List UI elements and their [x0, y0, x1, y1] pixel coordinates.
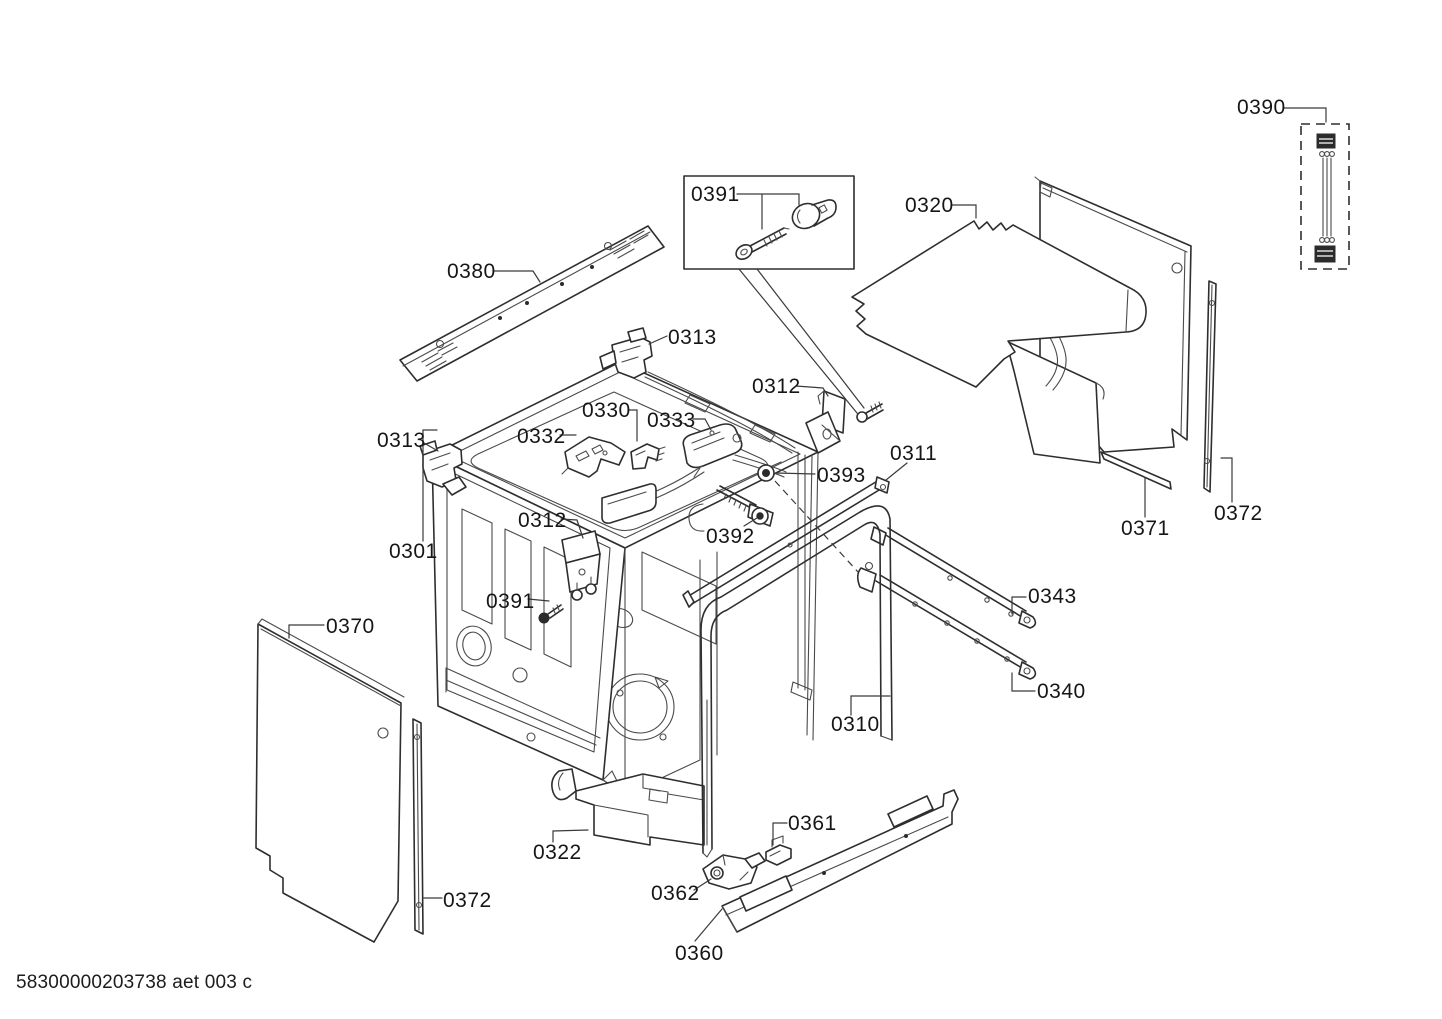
part-label-0362: 0362	[651, 882, 700, 905]
inset-box-0391-drawing	[683, 175, 884, 423]
side-panel-0370-drawing	[255, 618, 405, 943]
part-label-0360: 0360	[675, 942, 724, 965]
clamp-0313-left-drawing	[419, 440, 467, 496]
part-label-0313-left: 0313	[377, 429, 426, 452]
part-label-0361: 0361	[788, 812, 837, 835]
strip-0372-left-drawing	[412, 718, 424, 935]
part-label-0301: 0301	[389, 540, 438, 563]
part-label-0322: 0322	[533, 841, 582, 864]
rail-0343-drawing	[870, 526, 1037, 629]
part-label-0332: 0332	[517, 425, 566, 448]
base-0322-drawing	[551, 768, 705, 846]
part-label-0312-top: 0312	[752, 375, 801, 398]
part-0333-drawing	[682, 423, 743, 478]
part-0332-drawing	[561, 436, 626, 478]
part-label-0391-mid: 0391	[486, 590, 535, 613]
part-label-0312-mid: 0312	[518, 509, 567, 532]
part-label-0313-top: 0313	[668, 326, 717, 349]
part-label-0372-right: 0372	[1214, 502, 1263, 525]
clip-0361-drawing	[765, 835, 792, 866]
part-label-0330: 0330	[582, 399, 631, 422]
part-label-0392: 0392	[706, 525, 755, 548]
part-label-0343: 0343	[1028, 585, 1077, 608]
document-number: 58300000203738 aet 003 c	[16, 972, 253, 993]
part-label-0372-left: 0372	[443, 889, 492, 912]
bracket-0312-mid-drawing	[561, 530, 601, 601]
grommet-0393-drawing	[757, 461, 859, 573]
part-label-0311: 0311	[890, 442, 938, 465]
part-label-0380: 0380	[447, 260, 496, 283]
part-label-0333: 0333	[647, 409, 696, 432]
toe-panel-0360-drawing	[721, 789, 959, 933]
bracket-0312-top-drawing	[805, 390, 846, 454]
part-label-0391-inset: 0391	[691, 183, 740, 206]
part-0330-drawing	[630, 443, 666, 470]
insulation-mat-0320-drawing	[851, 220, 1172, 490]
part-label-0371: 0371	[1121, 517, 1170, 540]
part-label-0390: 0390	[1237, 96, 1286, 119]
screw-0391-mid-drawing	[538, 604, 564, 624]
strip-0372-right-drawing	[1203, 280, 1217, 493]
linkage-0392-drawing	[688, 485, 774, 532]
part-label-0370: 0370	[326, 615, 375, 638]
trim-0311-drawing	[682, 476, 890, 608]
leader-lines	[288, 107, 1327, 942]
latch-0362-drawing	[702, 852, 766, 890]
part-label-0340: 0340	[1037, 680, 1086, 703]
rail-0340-drawing	[856, 561, 1037, 680]
door-seal-0310-drawing	[700, 505, 893, 858]
part-label-0320: 0320	[905, 194, 954, 217]
clamp-0313-top-drawing	[599, 327, 653, 379]
hose-0390-drawing	[1300, 123, 1350, 270]
part-label-0310: 0310	[831, 713, 880, 736]
top-panel-0380-drawing	[399, 225, 665, 382]
tub-0301-drawing	[431, 361, 819, 796]
part-label-0393: 0393	[817, 464, 866, 487]
